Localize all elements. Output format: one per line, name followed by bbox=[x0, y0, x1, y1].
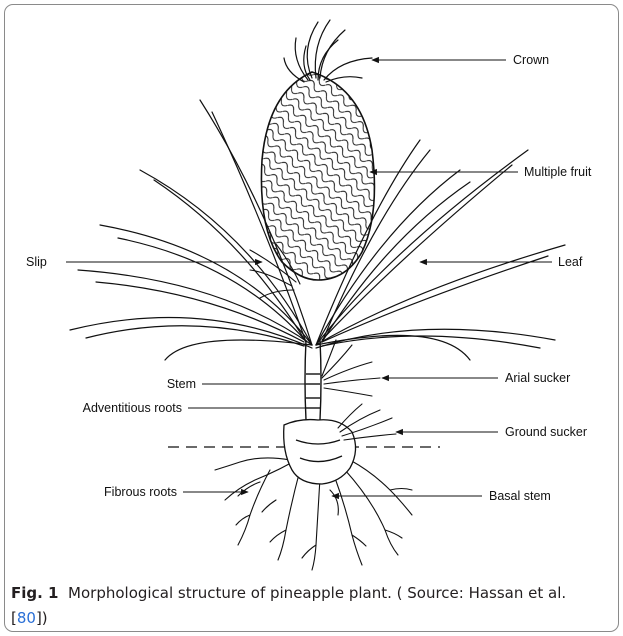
crown-drawing bbox=[284, 20, 372, 82]
arial-sucker-drawing bbox=[322, 340, 380, 396]
ground-sucker-drawing bbox=[338, 404, 396, 440]
label-fibrous-roots: Fibrous roots bbox=[104, 485, 177, 499]
label-stem: Stem bbox=[167, 377, 196, 391]
label-arial-sucker: Arial sucker bbox=[505, 371, 570, 385]
label-adventitious-roots: Adventitious roots bbox=[83, 401, 182, 415]
reference-link[interactable]: 80 bbox=[17, 609, 36, 627]
fruit-drawing bbox=[261, 72, 374, 280]
label-crown: Crown bbox=[513, 53, 549, 67]
figure-caption: Fig. 1 Morphological structure of pineap… bbox=[11, 581, 607, 631]
caption-text-end: ]) bbox=[36, 609, 48, 627]
label-slip: Slip bbox=[26, 255, 47, 269]
label-multiple-fruit: Multiple fruit bbox=[524, 165, 592, 179]
label-ground-sucker: Ground sucker bbox=[505, 425, 587, 439]
caption-text: Morphological structure of pineapple pla… bbox=[11, 584, 566, 627]
figure-number: Fig. 1 bbox=[11, 584, 58, 602]
label-basal-stem: Basal stem bbox=[489, 489, 551, 503]
label-leaf: Leaf bbox=[558, 255, 583, 269]
